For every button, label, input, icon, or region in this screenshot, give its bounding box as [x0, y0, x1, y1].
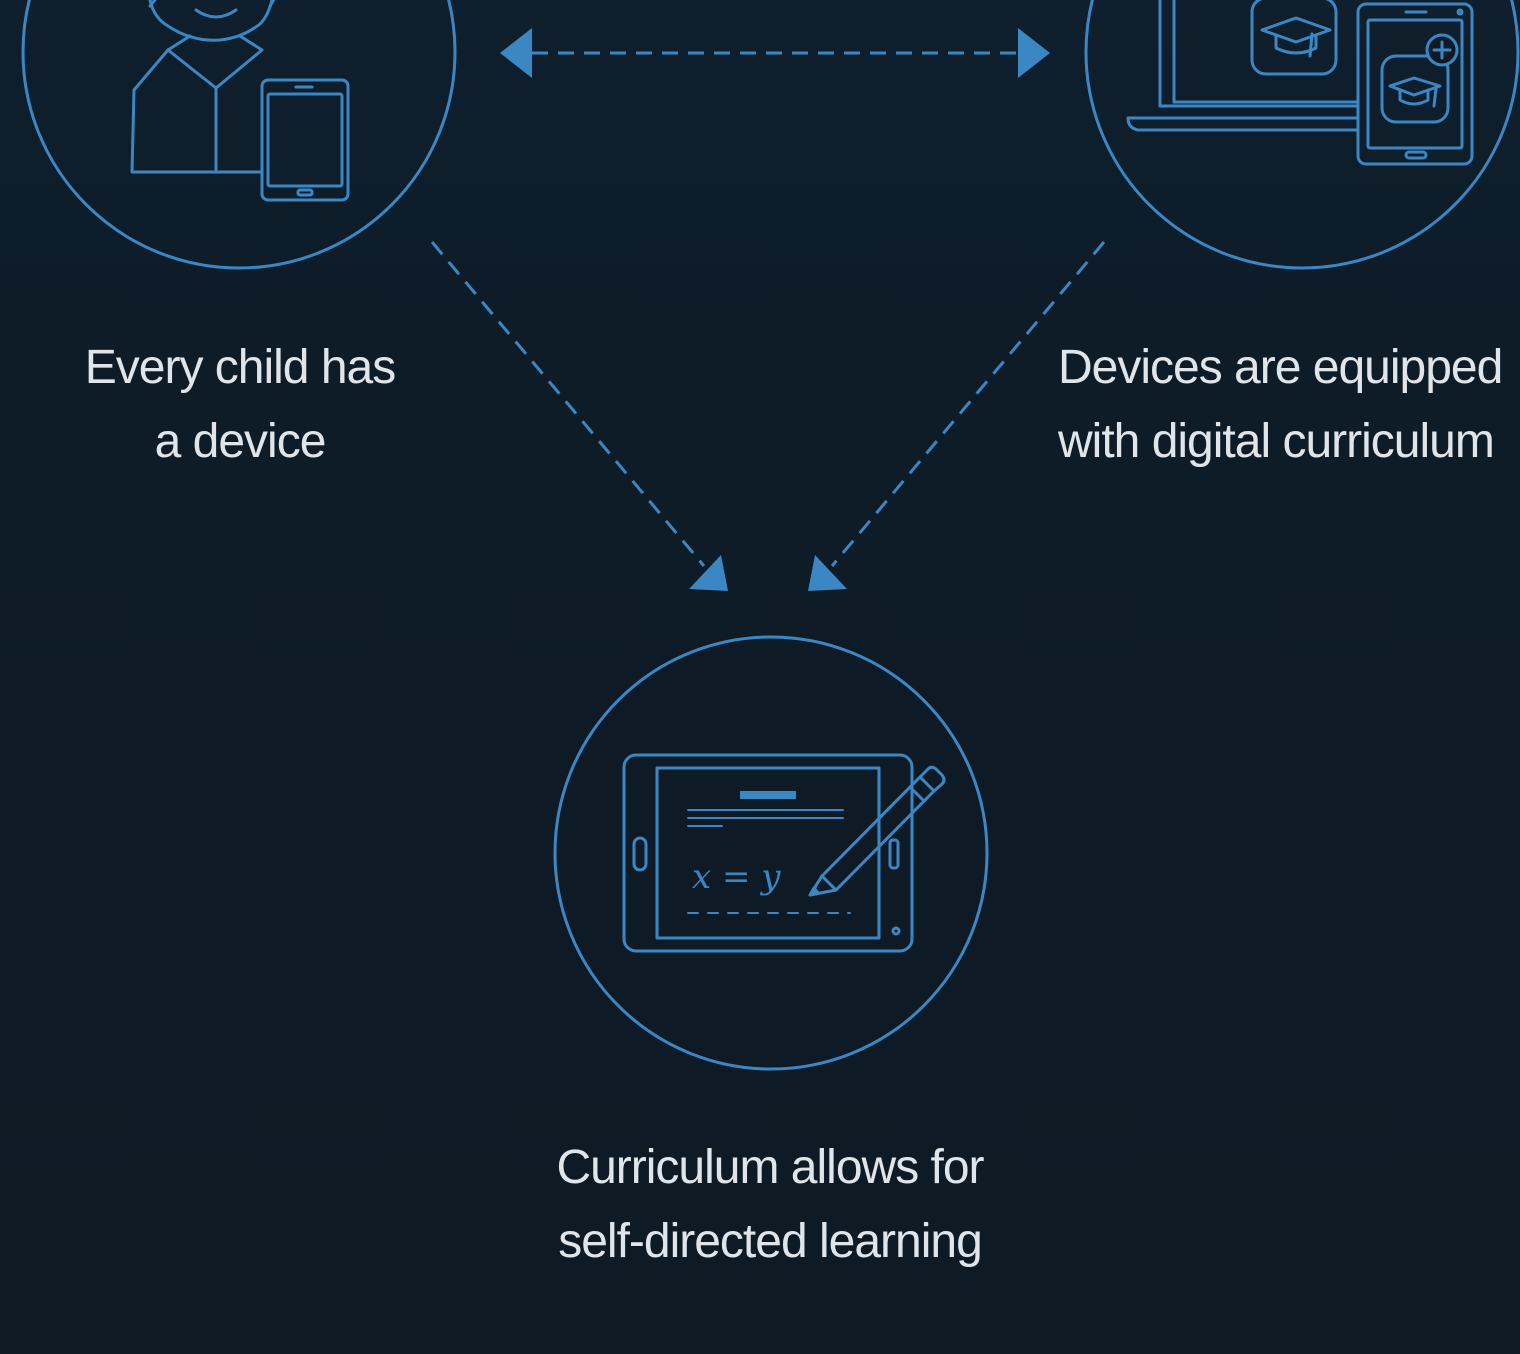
node-child-device	[21, 0, 457, 270]
arrowhead-down-left-icon	[808, 555, 847, 591]
label-self-directed: Curriculum allows for self-directed lear…	[470, 1131, 1070, 1279]
arrow-bidirectional-top	[500, 28, 1050, 78]
arrowhead-down-right-icon	[689, 555, 728, 591]
label-digital-curriculum-line1: Devices are equipped	[1058, 341, 1503, 394]
label-digital-curriculum-line2: with digital curriculum	[1058, 415, 1495, 468]
arrowhead-left-icon	[500, 28, 532, 78]
label-child-device-line1: Every child has	[84, 341, 396, 394]
arrow-right-to-bottom	[808, 241, 1106, 591]
node-self-directed: x = y	[553, 635, 989, 1071]
arrow-left-to-bottom	[430, 241, 728, 591]
node-circle-bottom	[553, 635, 989, 1071]
node-circle-left	[21, 0, 457, 270]
node-circle-right	[1084, 0, 1520, 270]
label-child-device: Every child has a device	[40, 331, 440, 479]
label-self-directed-line1: Curriculum allows for	[556, 1141, 984, 1194]
tablet-with-stylus-icon	[622, 753, 946, 953]
laptop-tablet-graduation-cap-icon	[1126, 0, 1474, 166]
arrowhead-right-icon	[1018, 28, 1050, 78]
label-self-directed-line2: self-directed learning	[558, 1215, 983, 1268]
node-digital-curriculum	[1084, 0, 1520, 270]
label-digital-curriculum: Devices are equipped with digital curric…	[1058, 331, 1503, 479]
child-with-tablet-icon	[130, 0, 350, 202]
label-child-device-line2: a device	[154, 415, 327, 468]
equation-text: x = y	[692, 857, 781, 897]
